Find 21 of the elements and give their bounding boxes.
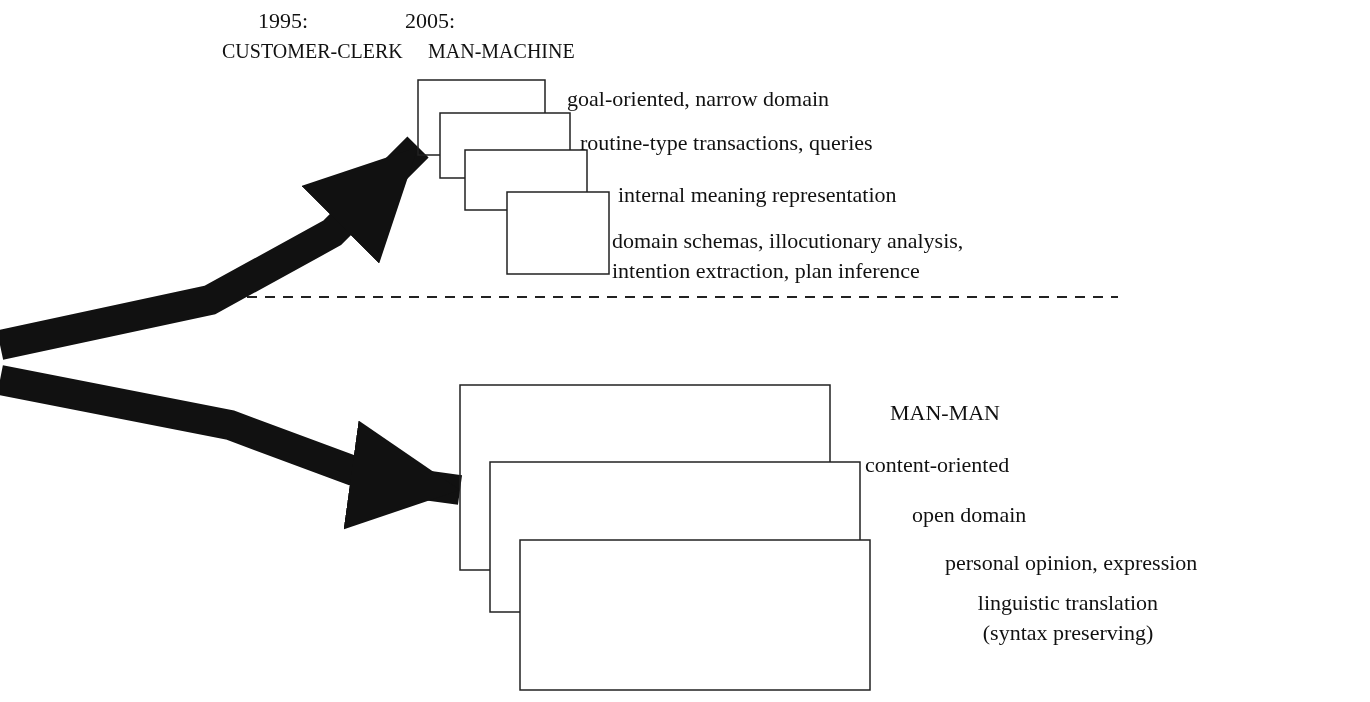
feature-text: linguistic translation (syntax preserving) (976, 589, 1160, 647)
thick-arrow (0, 136, 429, 360)
stacked-frame (519, 539, 871, 691)
category-heading: MAN-MACHINE (428, 39, 575, 64)
stacked-frame (439, 112, 571, 179)
feature-text: goal-oriented, narrow domain (567, 85, 830, 113)
year-label: 2005: (405, 7, 456, 35)
stacked-frame (459, 384, 831, 571)
stacked-frame (506, 191, 610, 275)
category-heading: CUSTOMER-CLERK (222, 39, 403, 64)
feature-text: personal opinion, expression (945, 549, 1198, 577)
stacked-frame (489, 461, 861, 613)
feature-text: domain schemas, illocutionary analysis, intention extraction, plan inference (612, 227, 965, 285)
feature-text: content-oriented (865, 451, 1010, 479)
category-heading: MAN-MAN (890, 399, 1000, 427)
feature-text: internal meaning representation (618, 181, 897, 209)
feature-text: routine-type transactions, queries (580, 129, 873, 157)
feature-text: open domain (912, 501, 1027, 529)
thick-arrow (0, 365, 463, 530)
stacked-frame (417, 79, 546, 156)
year-label: 1995: (258, 7, 309, 35)
